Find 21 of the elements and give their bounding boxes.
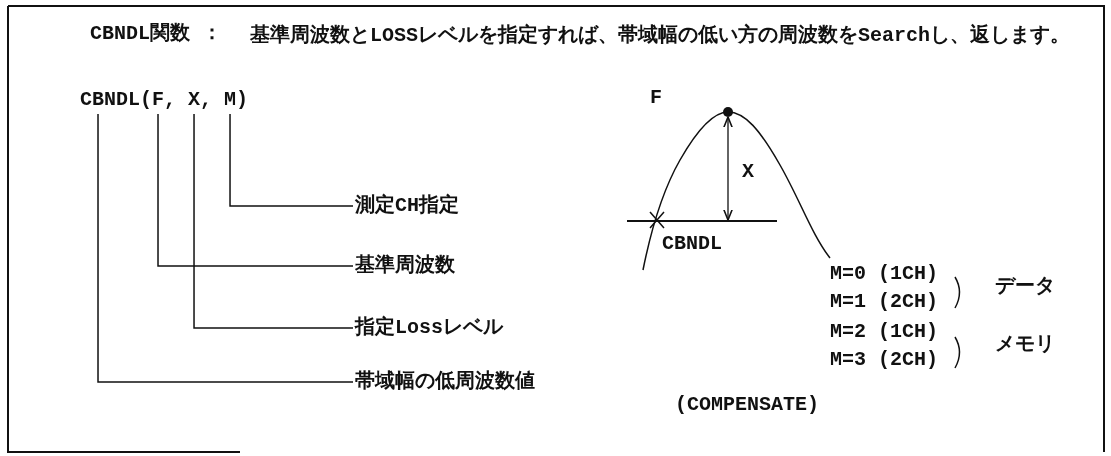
- level-label: X: [742, 160, 754, 184]
- description-text: 基準周波数とLOSSレベルを指定すれば、帯域幅の低い方の周波数をSearchし、返します。: [250, 22, 1072, 49]
- parameter-description: 測定CH指定: [355, 194, 459, 218]
- mode-text: M=3 (2CH): [830, 348, 939, 372]
- parameter-description: 指定Lossレベル: [355, 316, 503, 340]
- heading-text: CBNDL関数 ：: [90, 22, 222, 46]
- leader-line: [193, 113, 354, 329]
- peak-label: F: [650, 86, 662, 110]
- leader-line: [97, 113, 354, 383]
- mode-text: M=1 (2CH): [830, 290, 939, 314]
- mode-text: M=0 (1CH): [830, 262, 939, 286]
- parameter-description: 基準周波数: [355, 254, 455, 278]
- note-text: (COMPENSATE): [675, 393, 820, 417]
- mode-group-label: データ: [995, 275, 1055, 299]
- function-syntax: CBNDL(F, X, M): [80, 88, 249, 112]
- leader-line: [157, 113, 354, 267]
- parameter-description: 帯域幅の低周波数値: [355, 370, 535, 394]
- point-label: CBNDL: [662, 232, 722, 256]
- mode-text: M=2 (1CH): [830, 320, 939, 344]
- leader-line: [229, 113, 354, 207]
- mode-group-label: メモリ: [995, 333, 1055, 357]
